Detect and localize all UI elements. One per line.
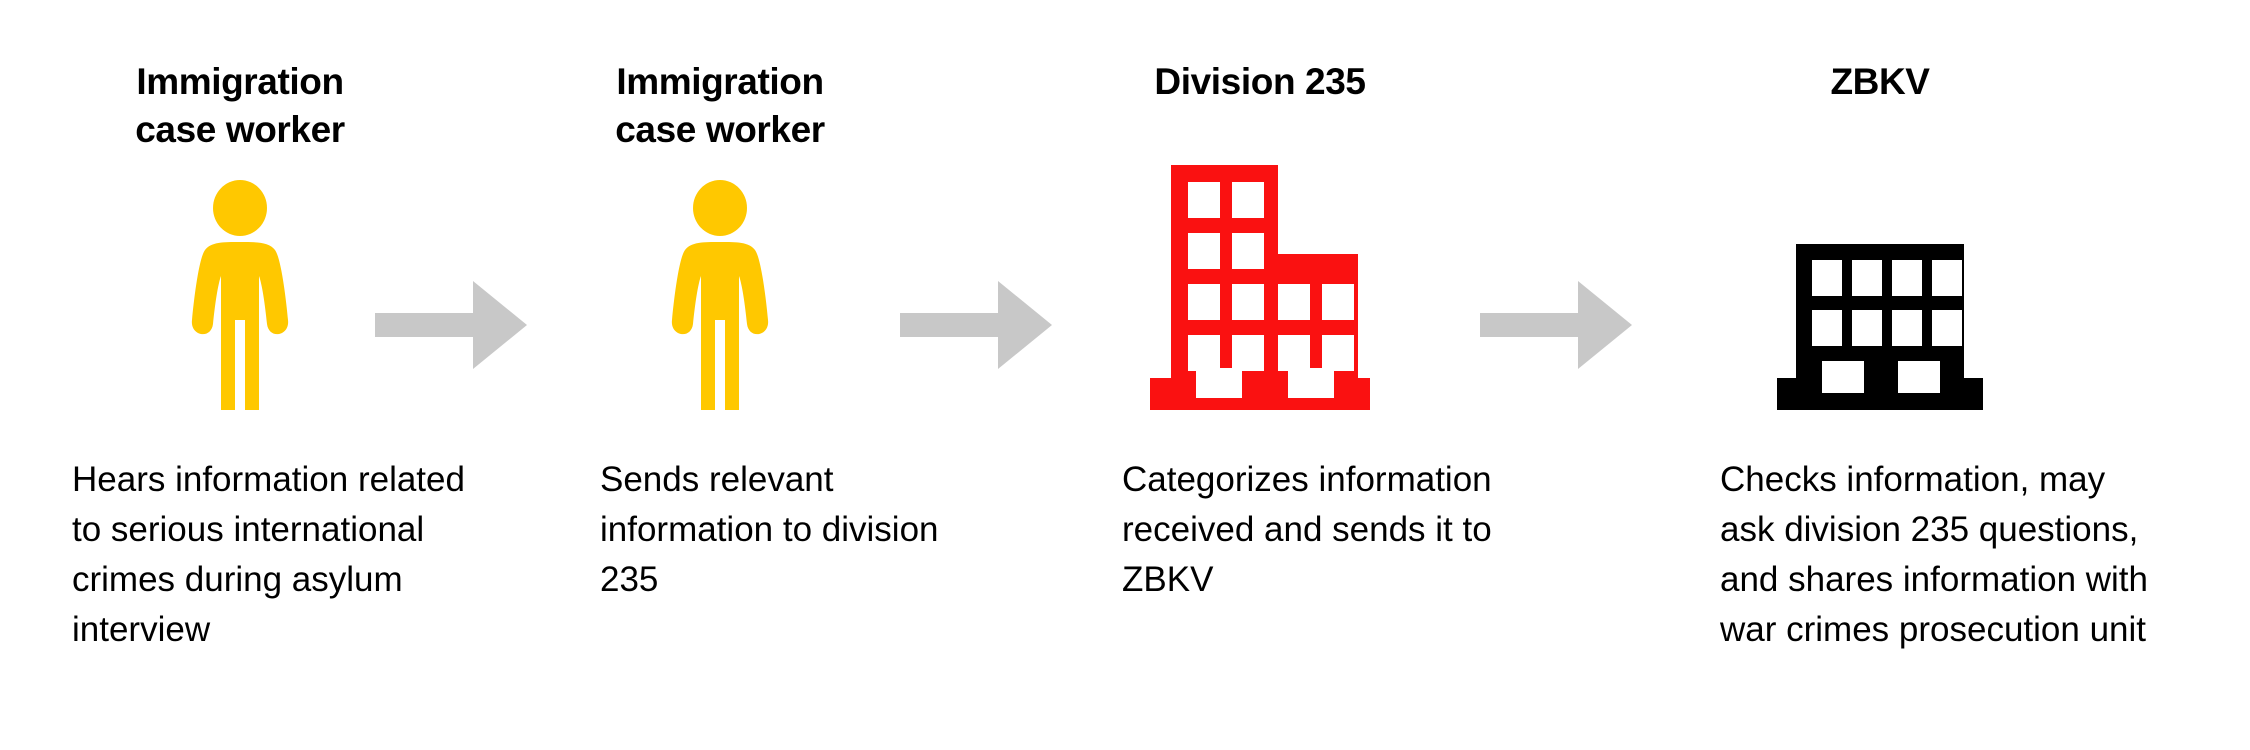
flow-arrow-1: [375, 281, 527, 374]
flow-arrow-2: [900, 281, 1052, 374]
flow-step-2: Immigration case worker Sends relevant i…: [480, 0, 960, 750]
arrow-right-icon: [1480, 281, 1632, 369]
step-3-icon-wrap: [1000, 165, 1520, 410]
office-building-icon: [1777, 244, 1983, 410]
step-3-heading: Division 235: [1154, 61, 1366, 102]
step-2-description: Sends relevant information to division 2…: [600, 460, 939, 599]
step-2-heading: Immigration case worker: [615, 61, 825, 150]
step-4-heading: ZBKV: [1830, 61, 1930, 102]
person-icon: [191, 180, 289, 410]
flow-step-3: Division 235: [1000, 0, 1520, 750]
step-2-icon-wrap: [480, 180, 960, 410]
step-1-heading: Immigration case worker: [135, 61, 345, 150]
flow-arrow-3: [1480, 281, 1632, 374]
step-3-description: Categorizes information received and sen…: [1122, 460, 1492, 599]
arrow-right-icon: [900, 281, 1052, 369]
flow-step-4: ZBKV Checks information, m: [1640, 0, 2148, 750]
step-4-description: Checks information, may ask division 235…: [1720, 460, 2148, 649]
step-1-description: Hears information related to serious int…: [72, 460, 465, 649]
office-building-icon: [1150, 165, 1370, 410]
arrow-right-icon: [375, 281, 527, 369]
flow-step-1: Immigration case worker Hears informatio…: [0, 0, 480, 750]
step-1-icon-wrap: [0, 180, 480, 410]
person-icon: [671, 180, 769, 410]
step-4-icon-wrap: [1640, 165, 2120, 410]
